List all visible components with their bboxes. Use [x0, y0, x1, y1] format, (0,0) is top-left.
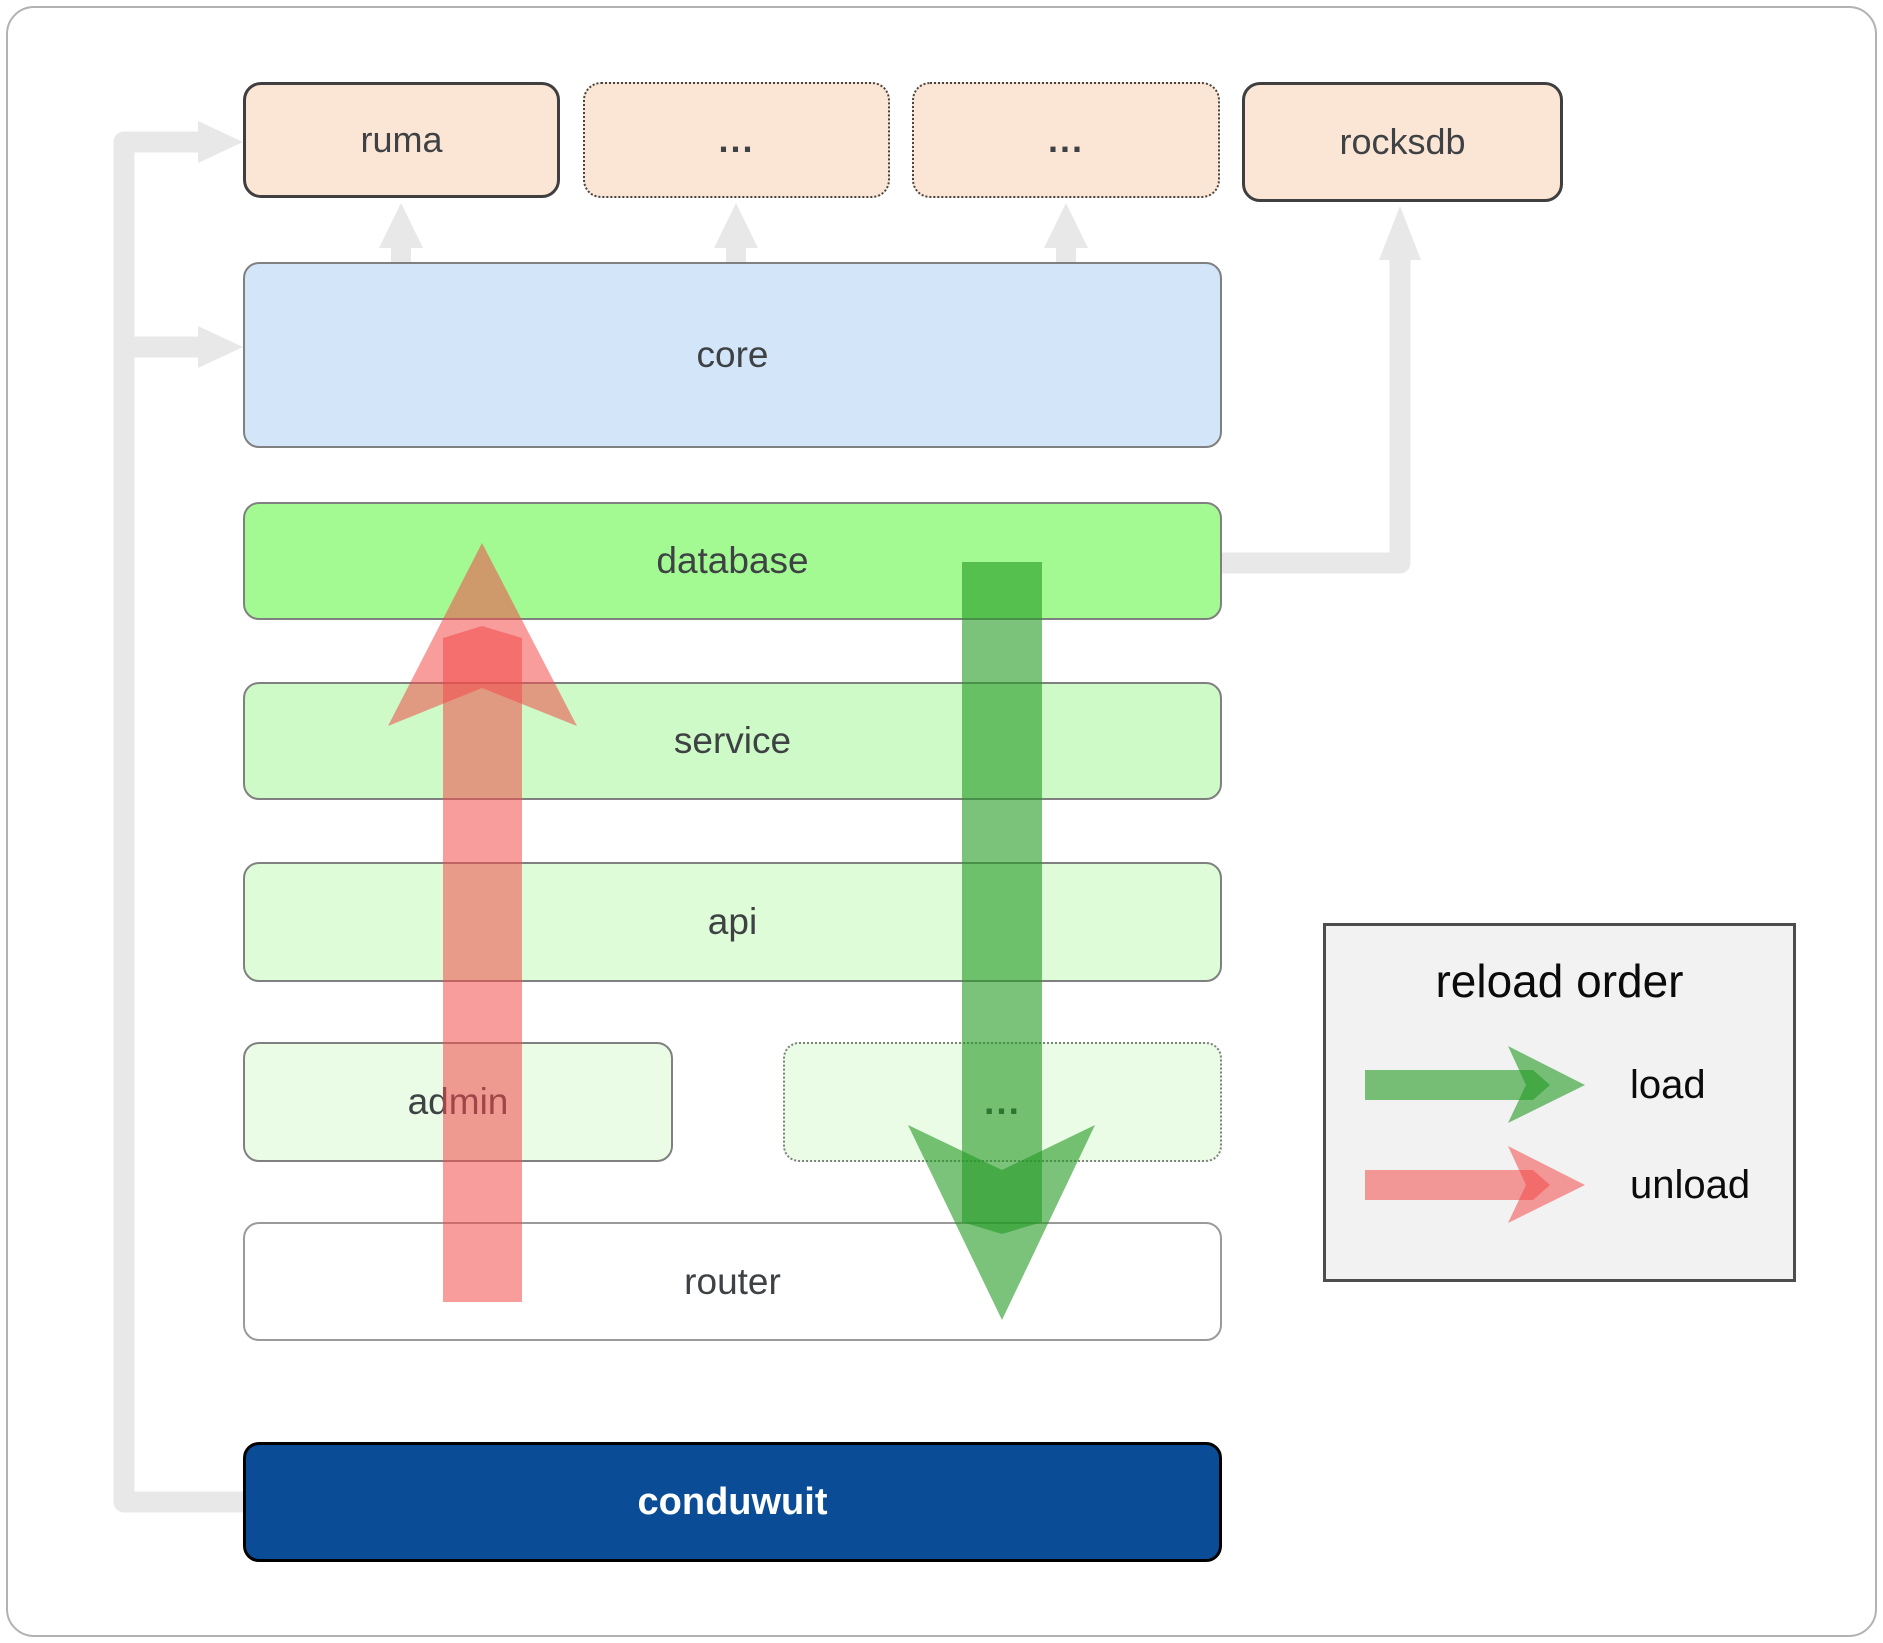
conduwuit-to-ruma-connector	[113, 131, 243, 1513]
arrowhead-into-ruma-icon	[198, 121, 243, 163]
box-conduwuit: conduwuit	[243, 1442, 1222, 1562]
legend-load-arrowhead-icon	[1508, 1046, 1585, 1123]
box-ellipsis-top-2: ...	[912, 82, 1220, 198]
box-router: router	[243, 1222, 1222, 1341]
legend-unload-arrowhead-icon	[1508, 1146, 1585, 1223]
legend-arrow-layer	[1365, 1046, 1585, 1223]
legend-load-arrow-shaft	[1365, 1070, 1550, 1100]
core-label: core	[696, 334, 769, 375]
core-to-ellipsis2-arrowhead-icon	[1044, 203, 1088, 248]
database-to-rocksdb-connector	[1222, 260, 1411, 574]
legend: reload order load unload	[1323, 923, 1796, 1282]
core-to-ruma-arrow-shaft	[391, 244, 411, 266]
core-to-ruma-arrowhead-icon	[379, 203, 423, 248]
rocksdb-label: rocksdb	[1339, 121, 1466, 162]
core-to-ellipsis1-arrow-shaft	[726, 244, 746, 266]
legend-title: reload order	[1435, 955, 1684, 1007]
core-to-ellipsis2-arrow-shaft	[1056, 244, 1076, 266]
service-label: service	[673, 720, 792, 761]
diagram-frame	[6, 6, 1877, 1637]
load-arrow-shaft	[962, 562, 1042, 1234]
arrowhead-into-core-icon	[198, 326, 243, 368]
box-rocksdb: rocksdb	[1242, 82, 1563, 202]
legend-load-label: load	[1630, 1063, 1706, 1107]
box-ruma: ruma	[243, 82, 560, 198]
box-database: database	[243, 502, 1222, 620]
unload-arrow-shaft	[443, 626, 522, 1302]
conduwuit-label: conduwuit	[637, 1480, 828, 1523]
api-label: api	[707, 901, 758, 942]
load-arrowhead-icon	[908, 1125, 1095, 1320]
core-to-ellipsis1-arrowhead-icon	[714, 203, 758, 248]
unload-arrowhead-icon	[388, 543, 577, 726]
ellipsis-top-1-label: ...	[718, 119, 755, 160]
ruma-label: ruma	[360, 119, 443, 160]
legend-unload-arrow-shaft	[1365, 1170, 1550, 1200]
box-core: core	[243, 262, 1222, 448]
box-ellipsis-top-1: ...	[583, 82, 890, 198]
box-api: api	[243, 862, 1222, 982]
arrowhead-into-rocksdb-icon	[1379, 206, 1421, 260]
router-label: router	[684, 1260, 781, 1302]
database-label: database	[656, 540, 809, 581]
ellipsis-top-2-label: ...	[1047, 119, 1084, 160]
legend-unload-label: unload	[1630, 1163, 1751, 1207]
